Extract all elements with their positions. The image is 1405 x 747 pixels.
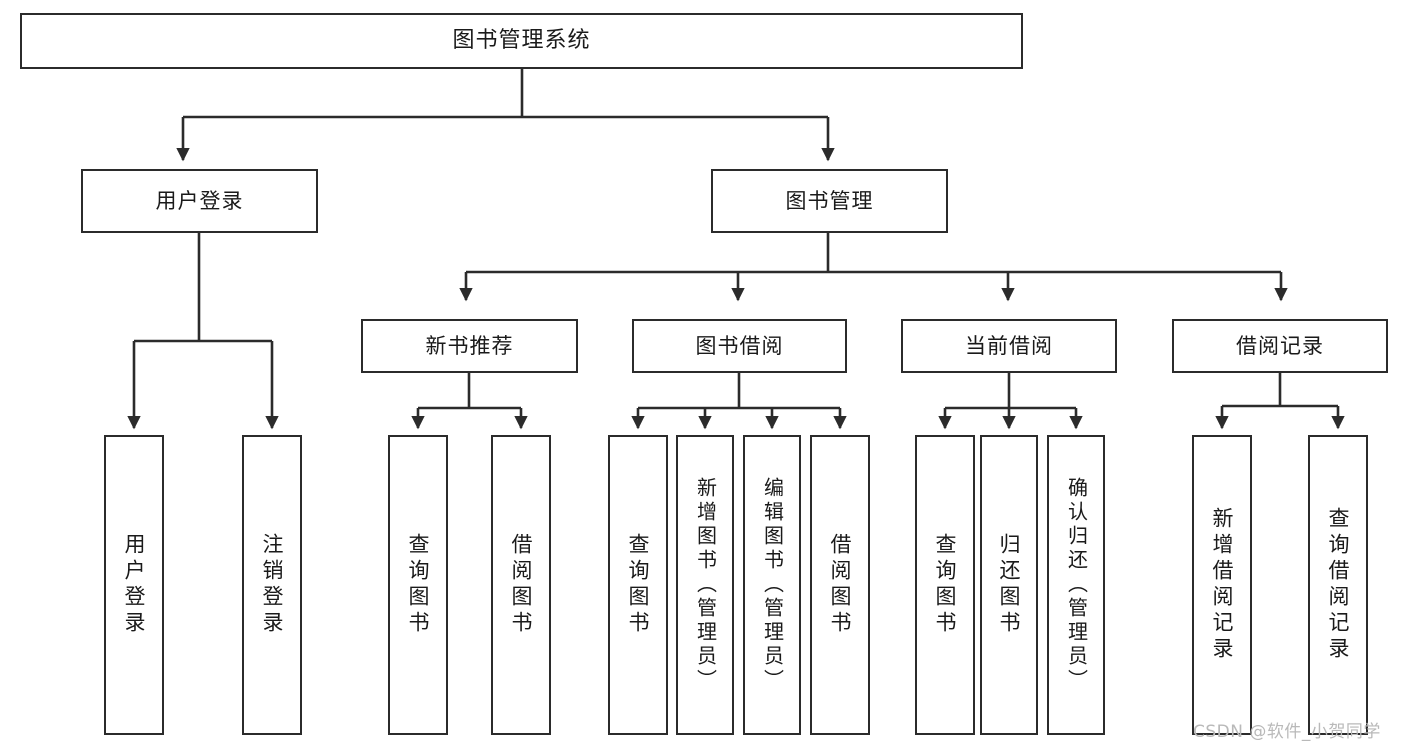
node-label: 当前借阅	[965, 333, 1053, 358]
node-label: 新增借阅记录	[1210, 507, 1235, 663]
node-leaf-query-borrow-record[interactable]: 查询借阅记录	[1308, 435, 1368, 735]
node-label: 注销登录	[260, 533, 285, 637]
node-root-book-management-system[interactable]: 图书管理系统	[20, 13, 1023, 69]
node-leaf-borrow-book-borrow[interactable]: 借阅图书	[810, 435, 870, 735]
node-label: 图书管理	[785, 188, 874, 213]
node-label: 图书借阅	[695, 333, 784, 358]
node-user-login[interactable]: 用户登录	[81, 169, 318, 233]
node-label: 用户登录	[122, 533, 147, 637]
node-label: 借阅图书	[828, 533, 853, 637]
node-leaf-add-borrow-record[interactable]: 新增借阅记录	[1192, 435, 1252, 735]
node-label: 查询借阅记录	[1326, 507, 1351, 663]
node-label: 新增图书（管理员）	[693, 477, 718, 693]
node-leaf-logout-login[interactable]: 注销登录	[242, 435, 302, 735]
node-label: 借阅记录	[1236, 333, 1324, 358]
node-label: 新书推荐	[425, 333, 514, 358]
node-label: 归还图书	[997, 533, 1022, 637]
node-leaf-query-book-borrow[interactable]: 查询图书	[608, 435, 668, 735]
node-label: 确认归还（管理员）	[1064, 477, 1089, 693]
node-label: 用户登录	[155, 188, 244, 213]
node-leaf-query-book-recommend[interactable]: 查询图书	[388, 435, 448, 735]
node-book-management[interactable]: 图书管理	[711, 169, 948, 233]
csdn-watermark: CSDN @软件_小贺同学	[1193, 722, 1381, 742]
node-leaf-query-book-current[interactable]: 查询图书	[915, 435, 975, 735]
node-label: 查询图书	[406, 533, 431, 637]
node-label: 借阅图书	[509, 533, 534, 637]
node-label: 编辑图书（管理员）	[760, 477, 785, 693]
node-label: 查询图书	[626, 533, 651, 637]
node-borrow-record[interactable]: 借阅记录	[1172, 319, 1388, 373]
node-leaf-borrow-book-recommend[interactable]: 借阅图书	[491, 435, 551, 735]
node-label: 查询图书	[933, 533, 958, 637]
node-label: 图书管理系统	[452, 28, 591, 53]
node-leaf-add-book-admin[interactable]: 新增图书（管理员）	[676, 435, 734, 735]
node-leaf-user-login[interactable]: 用户登录	[104, 435, 164, 735]
node-new-book-recommend[interactable]: 新书推荐	[361, 319, 578, 373]
node-leaf-confirm-return-admin[interactable]: 确认归还（管理员）	[1047, 435, 1105, 735]
node-book-borrow[interactable]: 图书借阅	[632, 319, 847, 373]
node-current-borrow[interactable]: 当前借阅	[901, 319, 1117, 373]
node-leaf-edit-book-admin[interactable]: 编辑图书（管理员）	[743, 435, 801, 735]
node-leaf-return-book[interactable]: 归还图书	[980, 435, 1038, 735]
